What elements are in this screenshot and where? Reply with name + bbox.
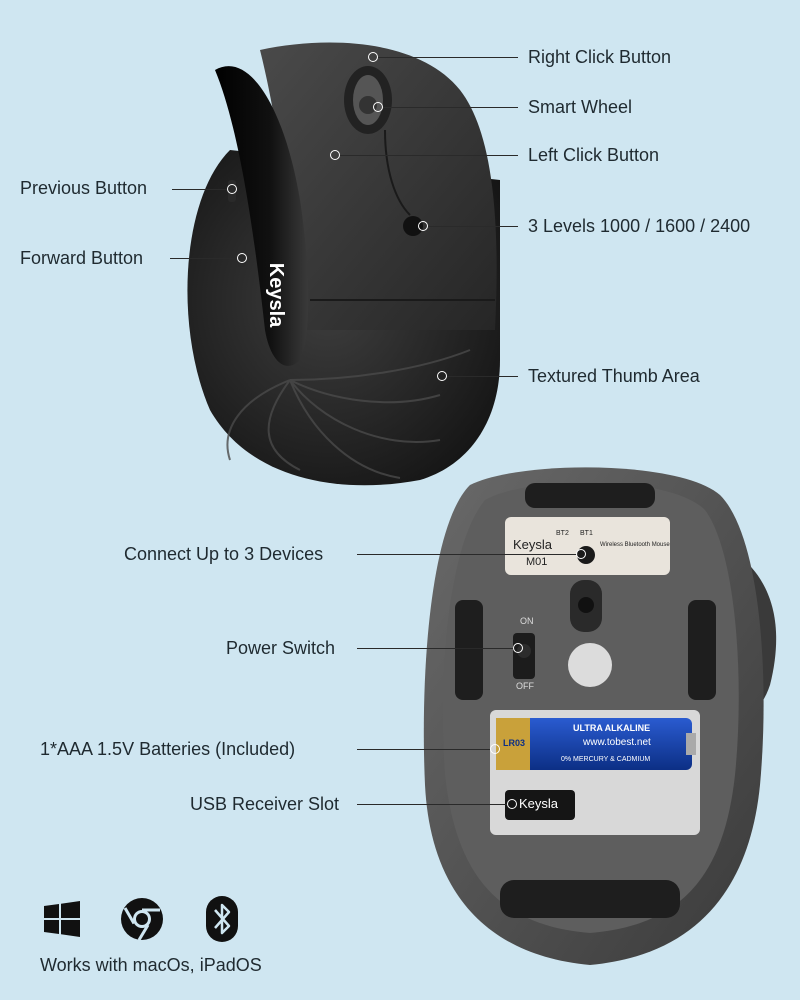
usb-receiver-logo: Keysla xyxy=(519,796,559,811)
label-model: M01 xyxy=(526,556,548,568)
callout-batteries: 1*AAA 1.5V Batteries (Included) xyxy=(40,739,296,759)
chrome-icon xyxy=(120,896,164,942)
battery-type: LR03 xyxy=(503,738,526,748)
callout-power: Power Switch xyxy=(226,638,336,658)
mouse-top-view: Keysla xyxy=(187,42,500,486)
label-bt1: BT1 xyxy=(580,530,593,537)
batteries-dot xyxy=(490,744,500,754)
previous-dot xyxy=(227,184,237,194)
battery-site: www.tobest.net xyxy=(583,737,651,748)
thumb-area-dot xyxy=(437,371,447,381)
connect-dot xyxy=(576,549,586,559)
callout-connect: Connect Up to 3 Devices xyxy=(124,544,324,564)
callout-previous: Previous Button xyxy=(20,178,148,198)
label-bt2: BT2 xyxy=(556,530,569,537)
smart-wheel-dot xyxy=(373,102,383,112)
switch-on-label: ON xyxy=(520,616,534,626)
mouse-bottom-view xyxy=(423,467,777,965)
windows-icon xyxy=(40,896,84,942)
battery-note: 0% MERCURY & CADMIUM xyxy=(561,756,651,763)
bluetooth-icon xyxy=(200,896,244,942)
dpi-dot xyxy=(418,221,428,231)
callout-left-click: Left Click Button xyxy=(528,145,660,165)
compat-text: Works with macOs, iPadOS xyxy=(40,955,262,975)
right-click-dot xyxy=(368,52,378,62)
battery-brand: ULTRA ALKALINE xyxy=(573,723,651,733)
usb-dot xyxy=(507,799,517,809)
left-click-dot xyxy=(330,150,340,160)
mouse-brand-text: Keysla xyxy=(265,263,287,328)
switch-off-label: OFF xyxy=(516,681,534,691)
label-brand: Keysla xyxy=(513,537,553,552)
callout-dpi: 3 Levels 1000 / 1600 / 2400 xyxy=(528,216,751,236)
callout-thumb-area: Textured Thumb Area xyxy=(528,366,700,386)
callout-forward: Forward Button xyxy=(20,248,144,268)
callout-right-click: Right Click Button xyxy=(528,47,672,67)
callout-smart-wheel: Smart Wheel xyxy=(528,97,633,117)
label-desc: Wireless Bluetooth Mouse xyxy=(600,542,670,548)
power-dot xyxy=(513,643,523,653)
os-icons xyxy=(40,896,244,942)
callout-usb: USB Receiver Slot xyxy=(190,794,340,814)
forward-dot xyxy=(237,253,247,263)
